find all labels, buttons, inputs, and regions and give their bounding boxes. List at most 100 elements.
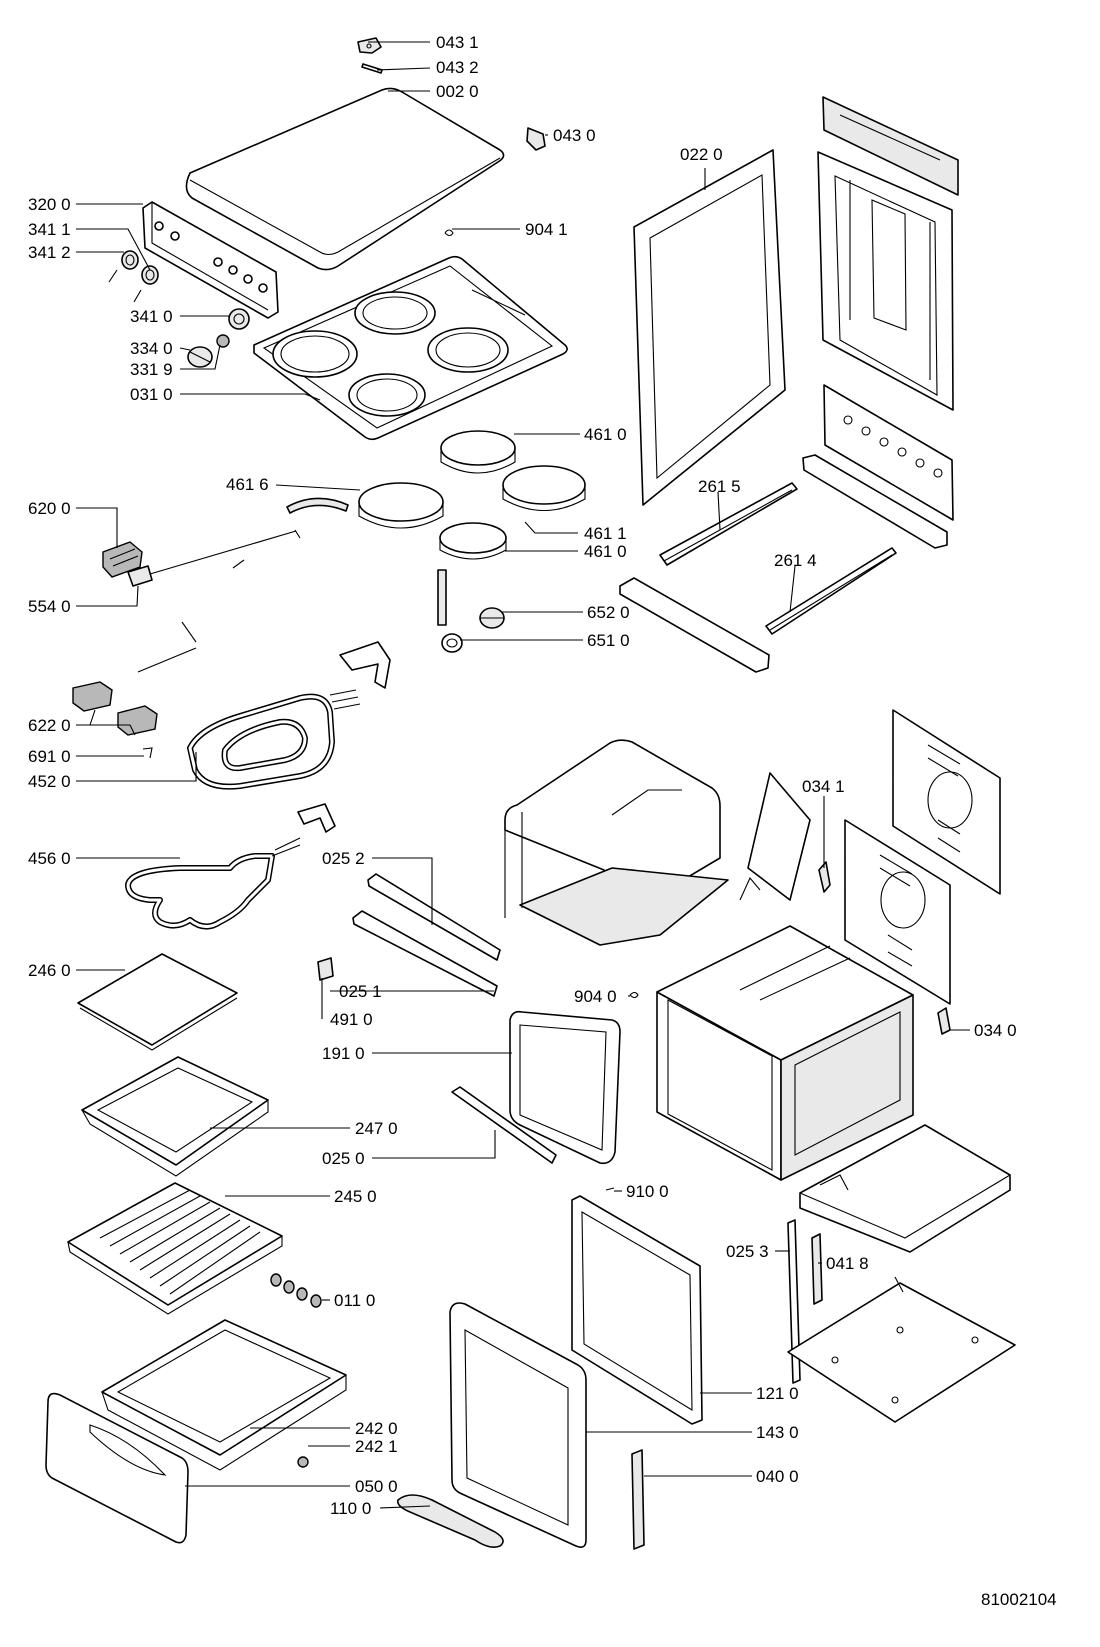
part-hotplate-461-0-a [440, 430, 516, 474]
part-rail-025-0 [451, 1086, 557, 1164]
callout-label: 904 0 [574, 987, 617, 1006]
callout-label: 491 0 [330, 1010, 373, 1029]
callout-label: 261 4 [774, 551, 817, 570]
callout-label: 452 0 [28, 772, 71, 791]
part-pin-a [108, 269, 118, 283]
part-foot-242-1 [297, 1456, 309, 1468]
callout-label: 622 0 [28, 716, 71, 735]
part-rail-261-5 [659, 482, 798, 566]
callout-label: 025 1 [339, 982, 382, 1001]
part-door-frame-022-0 [633, 149, 786, 506]
callout-label: 025 0 [322, 1149, 365, 1168]
callout-label: 034 1 [802, 777, 845, 796]
callout-label: 554 0 [28, 597, 71, 616]
part-ring-341-2 [121, 250, 139, 270]
callout-label: 031 0 [130, 385, 173, 404]
part-bracket-456 [297, 803, 336, 833]
document-number: 81002104 [981, 1590, 1057, 1609]
callout-label: 040 0 [756, 1467, 799, 1486]
callout-label: 904 1 [525, 220, 568, 239]
part-connector-554-0 [127, 529, 301, 587]
part-knob-334-0 [187, 346, 213, 368]
callout-label: 245 0 [334, 1187, 377, 1206]
callout-label: 022 0 [680, 145, 723, 164]
part-control-panel [142, 201, 279, 319]
part-lamp-652-0 [479, 607, 505, 629]
part-hotplate-461-6 [358, 482, 444, 529]
part-feet-011-0 [270, 1273, 322, 1308]
part-ring-331-9 [216, 334, 230, 348]
part-pin-043-2 [361, 63, 383, 74]
part-clip-691-0 [142, 747, 153, 759]
part-lamp-cover-651-0 [441, 633, 463, 653]
part-trim-bracket [286, 497, 349, 514]
part-oven-liner [504, 739, 729, 946]
callout-label: 043 1 [436, 33, 479, 52]
part-clip-904-0 [629, 991, 639, 999]
callout-label: 320 0 [28, 195, 71, 214]
part-handle-110-0 [396, 1494, 504, 1548]
part-lower-element-456-0 [125, 837, 301, 930]
callout-label: 110 0 [330, 1499, 371, 1518]
part-strip-041-8 [811, 1233, 823, 1305]
part-rod [137, 621, 197, 673]
part-drawings [45, 37, 1016, 1550]
part-clip-910-0 [605, 1187, 615, 1191]
callout-label: 043 2 [436, 58, 479, 77]
callout-label: 261 5 [698, 477, 741, 496]
callout-label: 651 0 [587, 631, 630, 650]
part-back-panel-b [844, 819, 951, 1005]
part-frame-bar [619, 577, 770, 673]
part-hotplate-461-0-b [439, 522, 507, 560]
part-thermostat-sensor [437, 569, 447, 626]
part-clip-034-0 [937, 1007, 951, 1035]
part-bracket-043-1 [357, 37, 382, 54]
part-strip-025-3 [787, 1219, 801, 1384]
leader-lines [76, 41, 970, 1509]
part-clip-491-0 [317, 957, 334, 981]
part-outer-door-143-0 [449, 1302, 587, 1548]
callout-label: 242 1 [355, 1437, 398, 1456]
part-rack-245-0 [67, 1182, 283, 1315]
part-switch-block-620-0 [102, 541, 143, 578]
part-oven-cavity [656, 925, 914, 1181]
part-door-frame-121-0 [571, 1195, 703, 1425]
callout-label: 002 0 [436, 82, 479, 101]
part-pan-247-0 [81, 1056, 269, 1177]
part-drawer-front-050-0 [45, 1392, 189, 1544]
part-bottom-tray [799, 1124, 1011, 1253]
callout-label: 143 0 [756, 1423, 799, 1442]
part-base-plate [787, 1276, 1016, 1423]
callout-label: 341 1 [28, 220, 71, 239]
part-cooktop-lid [185, 87, 505, 271]
part-side-panel-034-1 [739, 772, 811, 901]
callout-label: 011 0 [334, 1291, 375, 1310]
callout-label: 246 0 [28, 961, 71, 980]
part-grill-element-452-0 [187, 689, 361, 790]
callout-label: 341 2 [28, 243, 71, 262]
callout-label: 034 0 [974, 1021, 1017, 1040]
part-hotplate-461-1 [502, 465, 586, 512]
part-rail-025-2 [367, 873, 501, 961]
callout-label: 461 6 [226, 475, 269, 494]
callout-label: 041 8 [826, 1254, 869, 1273]
part-switch-622-0-b [117, 705, 158, 736]
part-hob-plate [253, 255, 568, 441]
part-switch-622-0-a [72, 681, 113, 712]
callout-label: 191 0 [322, 1044, 365, 1063]
callout-label: 242 0 [355, 1419, 398, 1438]
part-back-panel-a [892, 709, 1001, 895]
callout-label: 910 0 [626, 1182, 669, 1201]
part-hinge-040-0 [631, 1449, 645, 1550]
part-sheet-246-0 [77, 953, 238, 1051]
part-ring-341-1 [141, 265, 159, 285]
part-control-bar [823, 384, 954, 521]
callout-label: 025 3 [726, 1242, 769, 1261]
part-rail-261-4 [765, 547, 897, 635]
part-clip-904-1 [444, 229, 454, 237]
part-inner-glass-191-0 [509, 1010, 621, 1165]
part-rail-025-1 [352, 910, 498, 997]
callout-label: 461 1 [584, 524, 627, 543]
part-rear-panel [817, 96, 959, 411]
part-tray-242-0 [101, 1319, 347, 1471]
